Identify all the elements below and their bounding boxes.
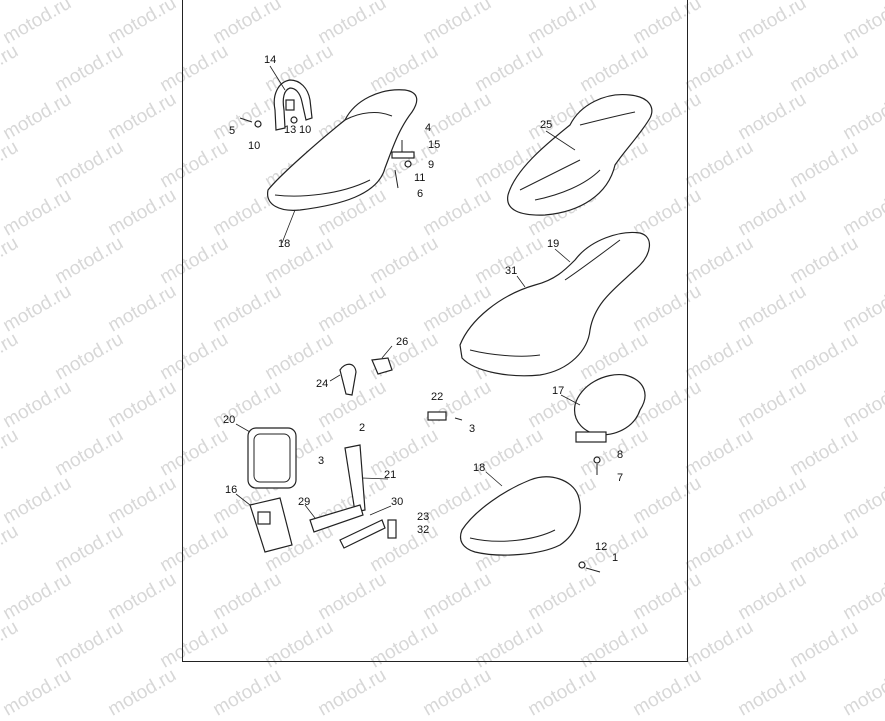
seat-25-studded (507, 93, 653, 216)
callout-18: 18 (473, 462, 486, 474)
callout-30: 30 (391, 496, 404, 508)
callout-7: 7 (617, 472, 624, 484)
bracket-22 (427, 411, 463, 421)
parts-drawing (235, 65, 653, 573)
watermark-text: motod.ru (629, 664, 705, 721)
callout-25: 25 (540, 119, 553, 131)
callout-22: 22 (431, 391, 444, 403)
callout-14: 14 (264, 54, 277, 66)
callout-31: 31 (505, 265, 518, 277)
callout-17: 17 (552, 385, 565, 397)
callout-12: 12 (595, 541, 608, 553)
sissy-bar-21 (309, 444, 397, 549)
backrest-bracket-14 (273, 79, 313, 131)
callout-10: 10 (299, 124, 312, 136)
callout-3: 3 (469, 423, 476, 435)
callout-10: 10 (248, 140, 261, 152)
callout-24: 24 (316, 378, 329, 390)
callout-20: 20 (223, 414, 236, 426)
watermark-text: motod.ru (104, 664, 180, 721)
callout-6: 6 (417, 188, 424, 200)
callout-15: 15 (428, 139, 441, 151)
seat-19-31 (459, 231, 650, 377)
callout-1: 1 (612, 552, 619, 564)
callout-3: 3 (318, 455, 325, 467)
callout-8: 8 (617, 449, 624, 461)
clip-24-26 (339, 357, 393, 396)
diagram-frame (182, 0, 688, 662)
watermark-text: motod.ru (839, 664, 885, 721)
callout-2: 2 (359, 422, 366, 434)
callout-9: 9 (428, 159, 435, 171)
watermark-text: motod.ru (524, 664, 600, 721)
callout-32: 32 (417, 524, 430, 536)
callout-4: 4 (425, 122, 432, 134)
backrest-pad-16 (249, 497, 293, 553)
leader-lines (235, 65, 581, 519)
callout-13: 13 (284, 124, 297, 136)
seat-18-lower (459, 476, 601, 573)
watermark-text: motod.ru (314, 664, 390, 721)
callout-23: 23 (417, 511, 430, 523)
watermark-text: motod.ru (734, 664, 810, 721)
watermark-text: motod.ru (209, 664, 285, 721)
backrest-pad-20 (247, 427, 297, 489)
callout-5: 5 (229, 125, 236, 137)
watermark-text: motod.ru (0, 664, 75, 721)
callout-21: 21 (384, 469, 397, 481)
watermark-text: motod.ru (419, 664, 495, 721)
callout-29: 29 (298, 496, 311, 508)
callout-18: 18 (278, 238, 291, 250)
callout-26: 26 (396, 336, 409, 348)
callout-11: 11 (414, 172, 426, 184)
seat-18-upper (267, 89, 418, 211)
seat-17-solo (573, 373, 646, 475)
callout-16: 16 (225, 484, 238, 496)
hardware-upper (239, 116, 415, 189)
callout-19: 19 (547, 238, 560, 250)
